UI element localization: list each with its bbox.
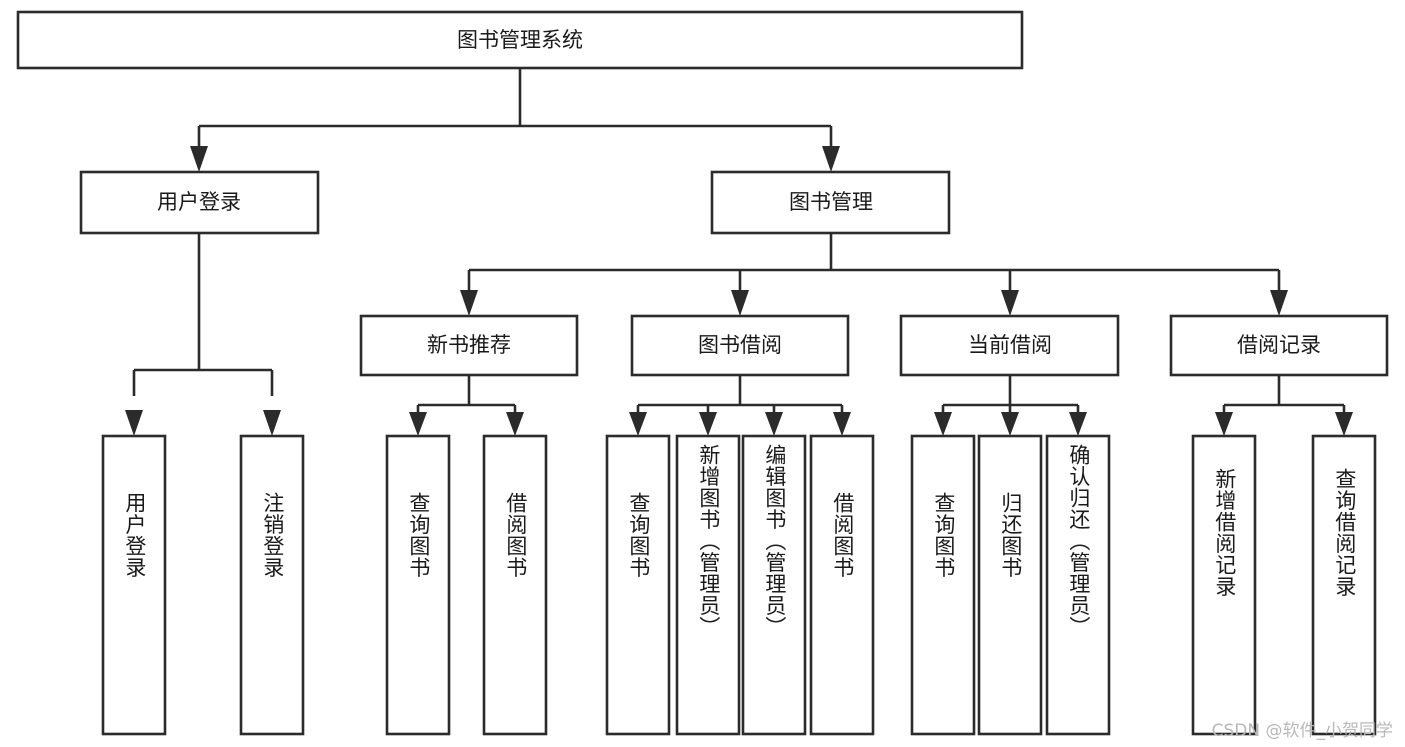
leaf-box-br-add-record[interactable] (1191, 434, 1257, 736)
node-borrow-record[interactable]: 借阅记录 (1169, 314, 1389, 377)
connector-bookborrow-to-leaves (629, 375, 851, 436)
leaf-box-bb-query-book[interactable] (605, 434, 671, 736)
leaf-box-bb-borrow-book[interactable] (809, 434, 875, 736)
node-root-label: 图书管理系统 (457, 28, 583, 52)
connector-borrowrecord-to-leaves (1215, 375, 1353, 436)
node-book-borrow-label: 图书借阅 (698, 333, 782, 357)
leaf-box-nb-query-book[interactable] (385, 434, 451, 736)
node-user-login[interactable]: 用户登录 (79, 170, 320, 235)
node-new-book-recommend[interactable]: 新书推荐 (359, 314, 579, 377)
connector-newbook-to-leaves (409, 375, 524, 436)
node-current-borrow[interactable]: 当前借阅 (899, 314, 1120, 377)
connector-userlogin-to-leaves (125, 233, 281, 436)
node-current-borrow-label: 当前借阅 (968, 333, 1052, 357)
node-new-book-recommend-label: 新书推荐 (427, 333, 511, 357)
node-book-management-label: 图书管理 (789, 190, 873, 214)
node-borrow-record-label: 借阅记录 (1237, 333, 1321, 357)
leaf-box-logout[interactable] (239, 434, 305, 736)
leaf-boxes (101, 434, 1377, 736)
connector-currentborrow-to-leaves (934, 375, 1087, 436)
leaf-box-br-query-record[interactable] (1311, 434, 1377, 736)
node-book-borrow[interactable]: 图书借阅 (630, 314, 850, 377)
connector-bookmgmt-to-level3 (460, 233, 1288, 316)
leaf-box-bb-add-book[interactable] (675, 434, 741, 736)
leaf-box-user-login[interactable] (101, 434, 167, 736)
leaf-box-cb-return-book[interactable] (977, 434, 1043, 736)
leaf-box-cb-query-book[interactable] (910, 434, 976, 736)
node-book-management[interactable]: 图书管理 (710, 170, 951, 235)
connector-root-to-level2 (190, 68, 840, 172)
leaf-box-bb-edit-book[interactable] (741, 434, 807, 736)
node-user-login-label: 用户登录 (157, 190, 241, 214)
node-root[interactable]: 图书管理系统 (16, 10, 1024, 70)
leaf-box-nb-borrow-book[interactable] (482, 434, 548, 736)
leaf-box-cb-confirm-return[interactable] (1045, 434, 1111, 736)
